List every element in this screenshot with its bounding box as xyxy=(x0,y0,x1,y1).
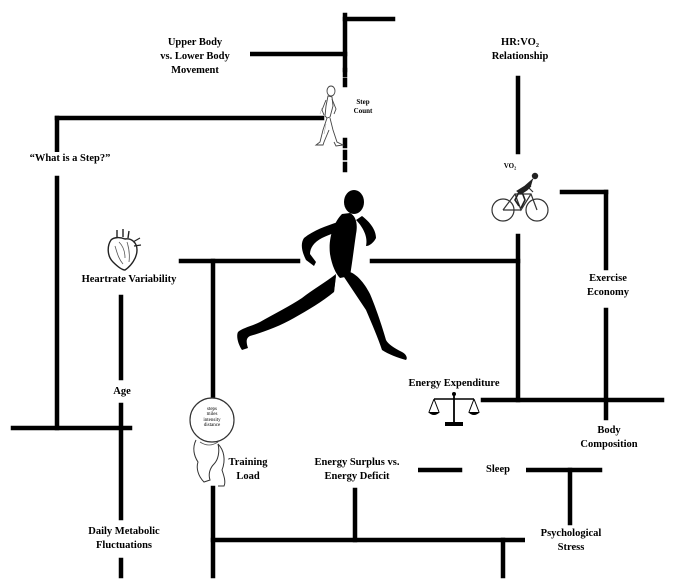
walking-person-icon xyxy=(314,84,346,155)
balance-scale-icon xyxy=(427,390,481,433)
node-daily-metabolic-fluctuations: Daily Metabolic Fluctuations xyxy=(66,525,182,554)
anatomical-heart-icon xyxy=(103,228,143,277)
node-what-is-a-step: “What is a Step?” xyxy=(18,152,122,167)
node-energy-expenditure: Energy Expenditure xyxy=(398,377,510,392)
atlas-sphere-text: steps miles intensity distance xyxy=(203,407,221,428)
node-body-composition: Body Composition xyxy=(566,424,652,453)
node-psychological-stress: Psychological Stress xyxy=(525,527,617,556)
node-age: Age xyxy=(100,385,144,400)
cyclist-icon xyxy=(489,170,551,231)
atlas-figure-icon xyxy=(184,396,240,493)
node-step-count: Step Count xyxy=(353,98,373,116)
node-heartrate-variability: Heartrate Variability xyxy=(71,273,187,288)
node-energy-surplus-deficit: Energy Surplus vs. Energy Deficit xyxy=(296,456,418,485)
running-person-icon xyxy=(230,182,420,377)
node-hr-vo2-relationship: HR:VO₂ Relationship xyxy=(468,36,572,65)
node-training-load: Training Load xyxy=(222,456,274,485)
node-exercise-economy: Exercise Economy xyxy=(572,272,644,301)
node-upper-body-movement: Upper Body vs. Lower Body Movement xyxy=(140,36,250,79)
node-sleep: Sleep xyxy=(470,463,526,478)
node-vo2: VO₂ xyxy=(503,162,517,170)
